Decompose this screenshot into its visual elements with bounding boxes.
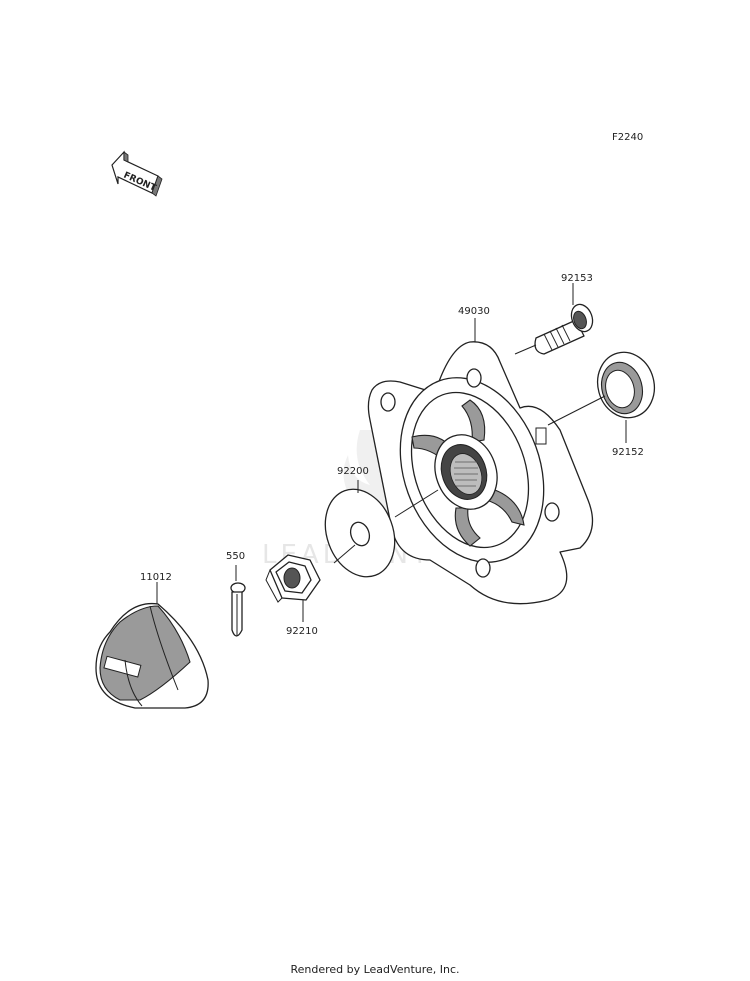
bolt-92153 <box>534 303 594 355</box>
seal-92152 <box>596 351 656 419</box>
label-seal: 92152 <box>612 447 644 458</box>
label-nut: 92210 <box>286 626 318 637</box>
washer-92200 <box>324 488 396 578</box>
cotter-pin-550 <box>230 582 246 637</box>
hub-49030 <box>367 341 594 605</box>
nut-92210 <box>265 554 321 603</box>
label-cotter-pin: 550 <box>226 551 245 562</box>
footer-credit: Rendered by LeadVenture, Inc. <box>290 963 460 976</box>
figure-code: F2240 <box>612 132 643 143</box>
leader-lines <box>156 283 627 622</box>
label-cap: 11012 <box>140 572 172 583</box>
cap-11012 <box>95 602 209 709</box>
label-bolt: 92153 <box>561 273 593 284</box>
front-arrow-icon: FRONT <box>111 150 163 197</box>
label-hub: 49030 <box>458 306 490 317</box>
label-washer: 92200 <box>337 466 369 477</box>
